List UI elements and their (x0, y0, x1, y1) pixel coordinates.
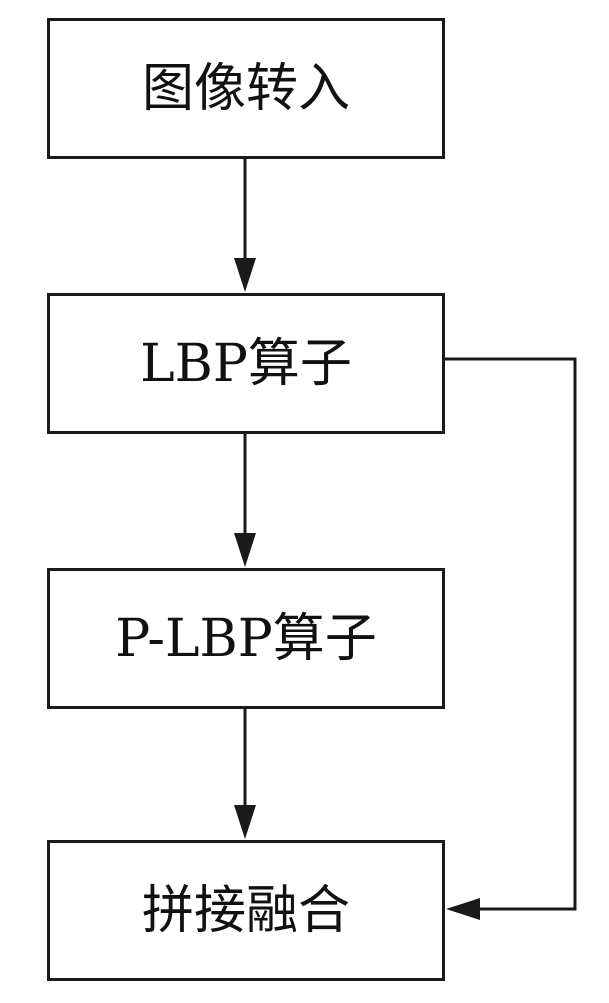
node-image-input: 图像转入 (47, 18, 445, 159)
node-p-lbp-operator-label: P-LBP算子 (115, 608, 377, 669)
node-lbp-operator: LBP算子 (47, 293, 445, 434)
node-p-lbp-operator: P-LBP算子 (47, 568, 445, 709)
node-image-input-label: 图像转入 (141, 58, 350, 119)
arrow-lbp-bypass-to-fusion (445, 357, 577, 920)
node-concat-fusion-label: 拼接融合 (141, 880, 350, 941)
arrow-p-lbp-to-fusion (234, 709, 256, 839)
node-concat-fusion: 拼接融合 (47, 840, 445, 981)
node-lbp-operator-label: LBP算子 (140, 333, 352, 394)
arrow-lbp-to-p-lbp (234, 434, 256, 567)
arrow-image-input-to-lbp (234, 159, 256, 292)
